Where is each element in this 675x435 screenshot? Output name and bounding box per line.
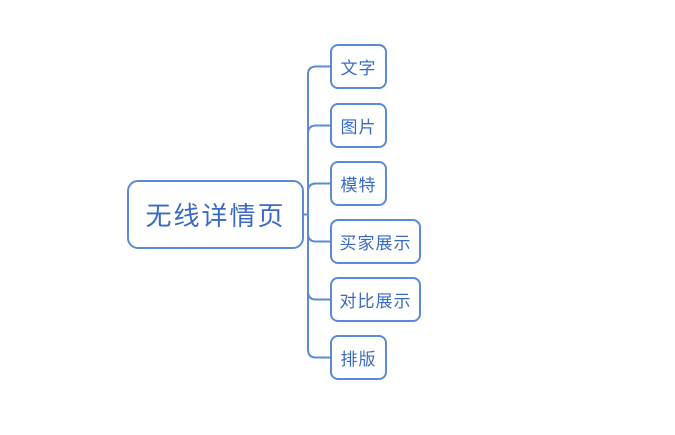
child-node-6[interactable]: 排版	[330, 335, 387, 380]
child-node-5-label: 对比展示	[339, 292, 412, 311]
child-node-3-label: 模特	[340, 176, 377, 195]
connector-branch-6	[307, 214, 330, 359]
child-node-6-label: 排版	[340, 350, 377, 369]
child-node-2[interactable]: 图片	[330, 103, 387, 148]
child-node-4[interactable]: 买家展示	[330, 219, 421, 264]
connector-branch-1	[307, 65, 330, 215]
child-node-3[interactable]: 模特	[330, 161, 387, 206]
connector-branch-4	[307, 214, 330, 243]
connector-branch-5	[307, 214, 330, 301]
child-node-1[interactable]: 文字	[330, 44, 387, 89]
connector-branch-2	[307, 124, 330, 215]
child-node-4-label: 买家展示	[339, 234, 412, 253]
connector-branch-3	[307, 182, 330, 215]
child-node-2-label: 图片	[340, 118, 377, 137]
root-node[interactable]: 无线详情页	[127, 180, 304, 249]
root-node-label: 无线详情页	[145, 201, 286, 231]
child-node-1-label: 文字	[340, 59, 377, 78]
child-node-5[interactable]: 对比展示	[330, 277, 421, 322]
